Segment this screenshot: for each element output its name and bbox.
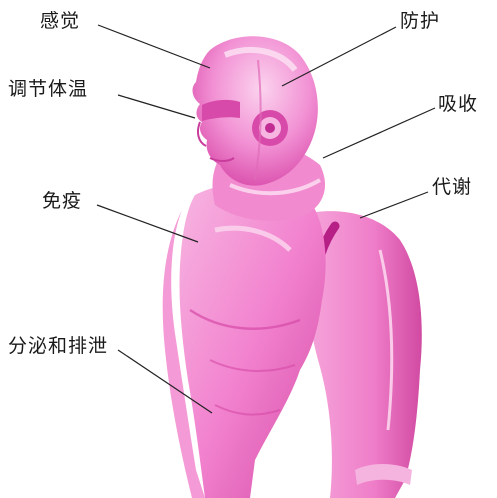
label-metabolism: 代谢 (432, 178, 472, 197)
label-secretion-excretion: 分泌和排泄 (8, 337, 108, 356)
label-protection: 防护 (400, 12, 440, 31)
label-absorption: 吸收 (438, 95, 478, 114)
leader-absorption (323, 108, 435, 158)
label-thermoregulation: 调节体温 (8, 80, 88, 99)
leader-immunity (97, 205, 198, 242)
leader-metabolism (360, 192, 428, 218)
label-sensation: 感觉 (40, 12, 80, 31)
leader-sensation (98, 25, 210, 68)
leader-thermoregulation (118, 95, 195, 118)
label-immunity: 免疫 (42, 192, 82, 211)
